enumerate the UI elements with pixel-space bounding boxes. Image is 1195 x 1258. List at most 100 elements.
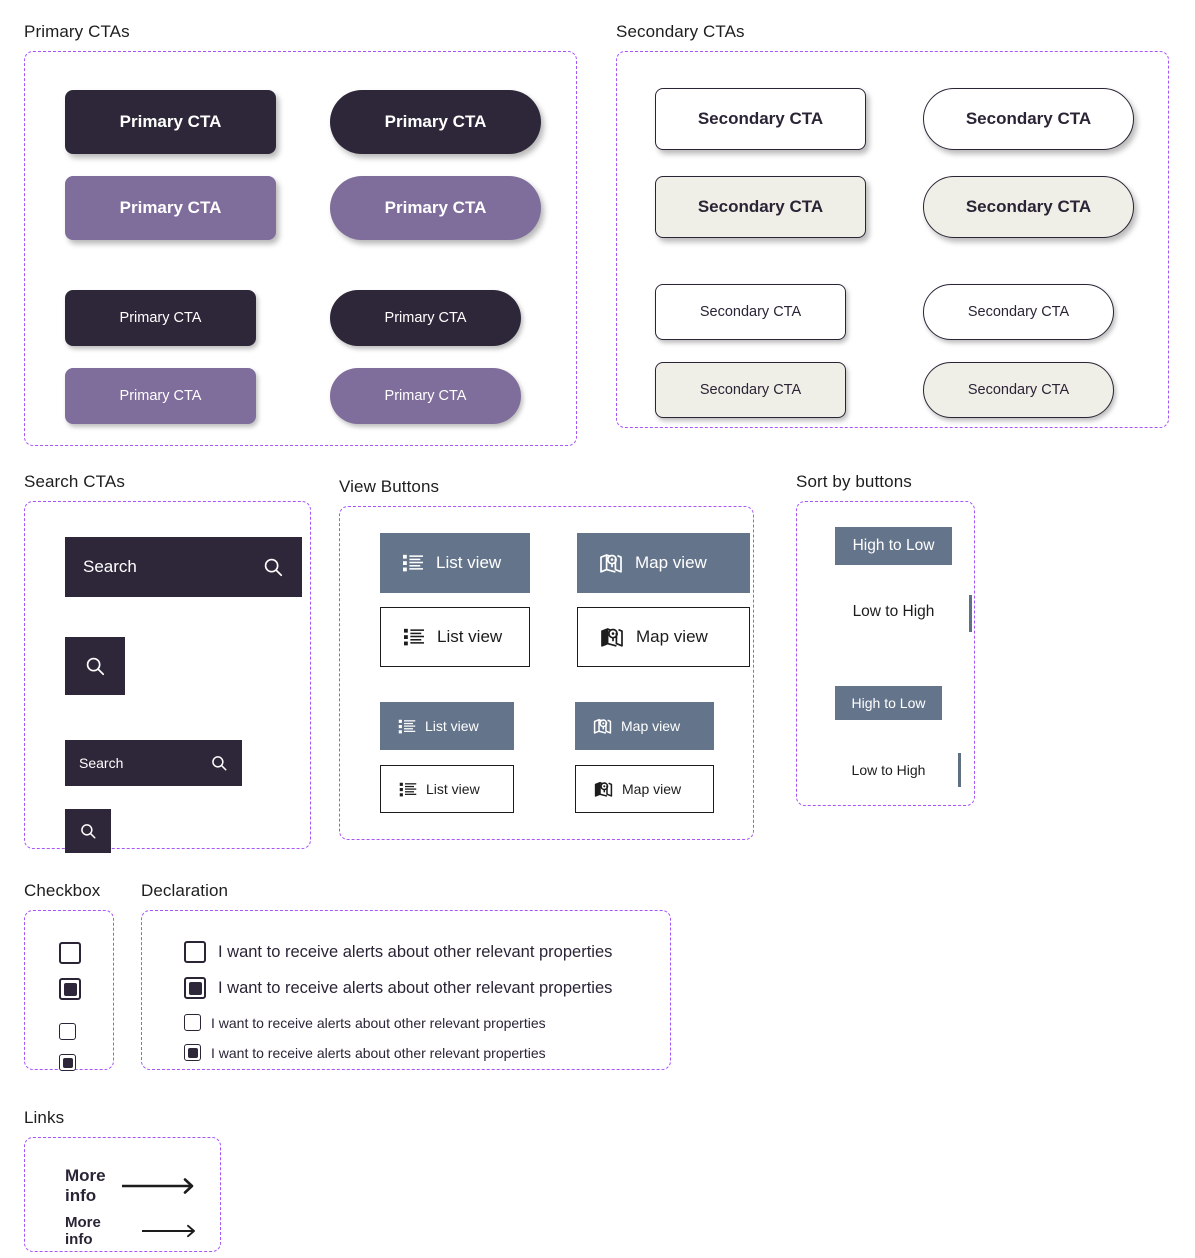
- button-label: Primary CTA: [119, 198, 222, 217]
- sort-button-high-to-low-filled[interactable]: High to Low: [835, 527, 952, 565]
- primary-cta-purple-square-small[interactable]: Primary CTA: [65, 368, 256, 424]
- sort-button-low-to-high-plain-small[interactable]: Low to High: [835, 753, 942, 787]
- search-field-small[interactable]: Search: [65, 740, 242, 786]
- links-section: Links More info More info: [24, 1108, 221, 1252]
- sort-button-high-to-low-filled-small[interactable]: High to Low: [835, 686, 942, 720]
- checkbox-section: Checkbox: [24, 881, 114, 1071]
- declaration-row[interactable]: I want to receive alerts about other rel…: [184, 977, 612, 999]
- declaration-row[interactable]: I want to receive alerts about other rel…: [184, 1014, 546, 1031]
- link-more-info-large[interactable]: More info: [65, 1166, 200, 1206]
- button-label: Map view: [635, 553, 707, 572]
- arrow-right-icon: [142, 1224, 200, 1238]
- primary-cta-purple-pill-large[interactable]: Primary CTA: [330, 176, 541, 240]
- view-button-list-outlined-small[interactable]: List view: [380, 765, 514, 813]
- search-icon: [84, 655, 106, 677]
- secondary-cta-cream-square-large[interactable]: Secondary CTA: [655, 176, 866, 238]
- button-label: Low to High: [852, 603, 935, 620]
- checkbox-container: [24, 910, 114, 1071]
- checkbox-unchecked-large[interactable]: [184, 941, 206, 963]
- button-label: Primary CTA: [119, 310, 202, 326]
- button-label: High to Low: [852, 537, 935, 554]
- button-label: Secondary CTA: [965, 109, 1092, 128]
- secondary-cta-white-square-large[interactable]: Secondary CTA: [655, 88, 866, 150]
- button-label: Secondary CTA: [699, 304, 802, 320]
- secondary-cta-white-pill-large[interactable]: Secondary CTA: [923, 88, 1134, 150]
- button-label: High to Low: [851, 695, 926, 711]
- declaration-label: Declaration: [141, 881, 229, 900]
- view-button-list-outlined-large[interactable]: List view: [380, 607, 530, 667]
- button-label: Map view: [636, 627, 708, 646]
- button-label: Secondary CTA: [697, 109, 824, 128]
- secondary-cta-cream-pill-small[interactable]: Secondary CTA: [923, 362, 1114, 418]
- view-button-list-filled-large[interactable]: List view: [380, 533, 530, 593]
- primary-cta-dark-square-large[interactable]: Primary CTA: [65, 90, 276, 154]
- map-view-icon: [600, 626, 624, 648]
- checkbox-checked-large[interactable]: [184, 977, 206, 999]
- button-label: List view: [437, 627, 503, 646]
- secondary-cta-white-pill-small[interactable]: Secondary CTA: [923, 284, 1114, 340]
- primary-cta-dark-square-small[interactable]: Primary CTA: [65, 290, 256, 346]
- sort-button-low-to-high-plain[interactable]: Low to High: [835, 593, 952, 631]
- sort-divider: [958, 753, 961, 787]
- checkbox-unchecked-small[interactable]: [59, 1023, 76, 1040]
- links-container: More info More info: [24, 1137, 221, 1252]
- button-label: Primary CTA: [384, 198, 487, 217]
- view-buttons-section: View Buttons List view: [339, 477, 754, 840]
- checkbox-checked-large[interactable]: [59, 978, 81, 1000]
- view-button-map-outlined-small[interactable]: Map view: [575, 765, 714, 813]
- checkbox-unchecked-large[interactable]: [59, 942, 81, 964]
- primary-cta-purple-pill-small[interactable]: Primary CTA: [330, 368, 521, 424]
- primary-cta-purple-square-large[interactable]: Primary CTA: [65, 176, 276, 240]
- secondary-cta-cream-square-small[interactable]: Secondary CTA: [655, 362, 846, 418]
- view-button-list-filled-small[interactable]: List view: [380, 702, 514, 750]
- search-ctas-section: Search CTAs Search Search: [24, 472, 311, 853]
- view-button-map-outlined-large[interactable]: Map view: [577, 607, 750, 667]
- search-icon: [79, 822, 97, 840]
- link-label: More info: [65, 1166, 106, 1205]
- primary-cta-dark-pill-large[interactable]: Primary CTA: [330, 90, 541, 154]
- search-field-large[interactable]: Search: [65, 537, 302, 597]
- checkbox-check-mark: [188, 981, 202, 995]
- secondary-ctas-label: Secondary CTAs: [616, 22, 745, 41]
- map-view-icon: [594, 780, 613, 798]
- sort-buttons-label: Sort by buttons: [796, 472, 912, 491]
- view-button-map-filled-small[interactable]: Map view: [575, 702, 714, 750]
- primary-ctas-section: Primary CTAs Primary CTA Primary CTA Pri…: [24, 22, 577, 446]
- secondary-cta-white-square-small[interactable]: Secondary CTA: [655, 284, 846, 340]
- button-label: Secondary CTA: [699, 382, 802, 398]
- button-label: Low to High: [851, 762, 926, 778]
- sort-buttons-container: High to Low Low to High High to Low Low …: [796, 501, 975, 806]
- button-label: List view: [436, 553, 502, 572]
- declaration-row[interactable]: I want to receive alerts about other rel…: [184, 1044, 546, 1061]
- search-button-icon-large[interactable]: [65, 637, 125, 695]
- checkbox-checked-small[interactable]: [184, 1044, 201, 1061]
- links-label: Links: [24, 1108, 65, 1127]
- declaration-section: Declaration I want to receive alerts abo…: [141, 881, 671, 1070]
- view-button-map-filled-large[interactable]: Map view: [577, 533, 750, 593]
- search-ctas-label: Search CTAs: [24, 472, 125, 491]
- button-label: Primary CTA: [119, 388, 202, 404]
- declaration-text: I want to receive alerts about other rel…: [218, 978, 613, 997]
- checkbox-check-mark: [187, 1047, 198, 1058]
- link-more-info-small[interactable]: More info: [65, 1214, 200, 1248]
- secondary-cta-cream-pill-large[interactable]: Secondary CTA: [923, 176, 1134, 238]
- checkbox-label: Checkbox: [24, 881, 101, 900]
- primary-ctas-container: Primary CTA Primary CTA Primary CTA Prim…: [24, 51, 577, 446]
- search-placeholder-text: Search: [83, 557, 137, 576]
- button-label: Secondary CTA: [965, 197, 1092, 216]
- declaration-container: I want to receive alerts about other rel…: [141, 910, 671, 1070]
- view-buttons-label: View Buttons: [339, 477, 440, 496]
- button-label: Primary CTA: [119, 112, 222, 131]
- list-view-icon: [398, 718, 416, 735]
- declaration-row[interactable]: I want to receive alerts about other rel…: [184, 941, 612, 963]
- primary-cta-dark-pill-small[interactable]: Primary CTA: [330, 290, 521, 346]
- list-view-icon: [402, 553, 424, 573]
- declaration-text: I want to receive alerts about other rel…: [218, 942, 613, 961]
- button-label: Secondary CTA: [967, 382, 1070, 398]
- checkbox-unchecked-small[interactable]: [184, 1014, 201, 1031]
- secondary-ctas-section: Secondary CTAs Secondary CTA Secondary C…: [616, 22, 1169, 428]
- search-button-icon-small[interactable]: [65, 809, 111, 853]
- checkbox-checked-small[interactable]: [59, 1054, 76, 1071]
- declaration-text: I want to receive alerts about other rel…: [211, 1014, 546, 1031]
- checkbox-check-mark: [62, 1057, 73, 1068]
